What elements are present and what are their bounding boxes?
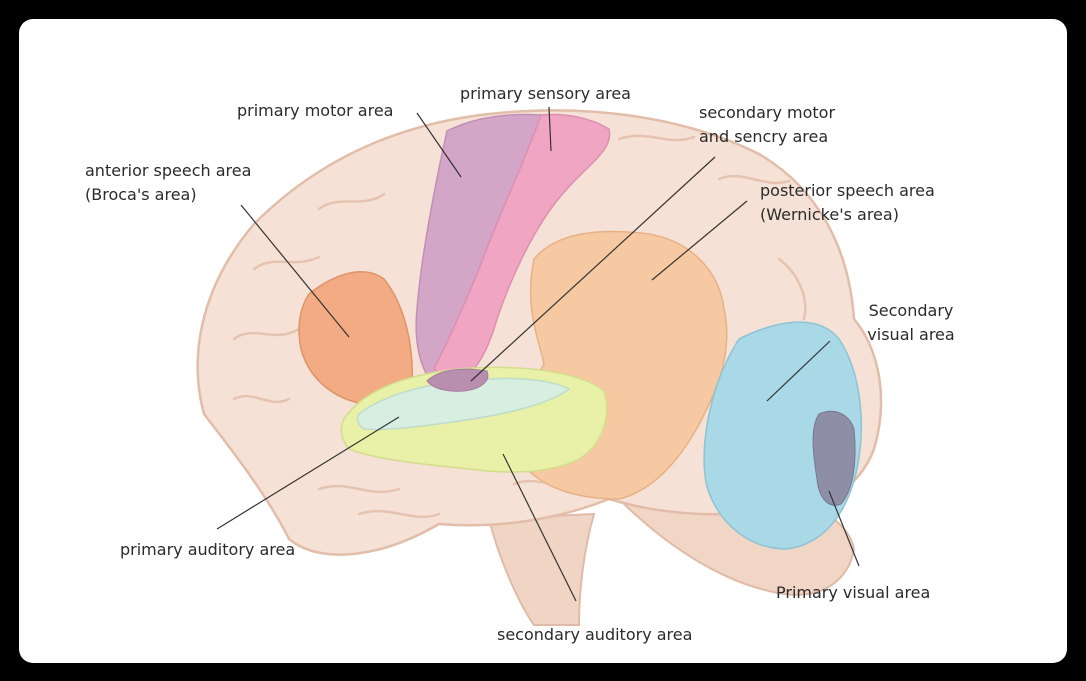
leader-secondary-visual — [766, 340, 831, 402]
leader-lines — [216, 106, 860, 602]
label-primary-auditory-area: primary auditory area — [120, 540, 296, 559]
leader-primary-sensory — [548, 106, 552, 152]
brain-diagram — [196, 106, 883, 626]
leader-primary-motor — [416, 112, 462, 178]
label-primary-sensory-area: primary sensory area — [460, 84, 631, 103]
brain-illustration — [196, 109, 883, 626]
label-secondary-motor-sensory-area: secondary motor and sencry area — [699, 103, 836, 146]
brain-stem — [487, 512, 596, 626]
leader-primary-visual — [828, 490, 860, 567]
secondary-motor-sensory-area — [426, 368, 489, 392]
leader-wernicke — [651, 200, 748, 281]
cortex-folds — [232, 134, 807, 519]
leader-secondary-motor-sensory — [470, 156, 716, 382]
leader-primary-auditory — [216, 416, 400, 530]
label-secondary-auditory-area: secondary auditory area — [497, 625, 693, 644]
primary-sensory-area — [433, 113, 611, 382]
leader-broca — [240, 204, 350, 338]
label-primary-motor-area: primary motor area — [237, 101, 394, 120]
label-secondary-visual-area: Secondary visual area — [867, 301, 955, 344]
label-broca-area: anterior speech area (Broca's area) — [85, 161, 252, 204]
label-wernicke-area: posterior speech area (Wernicke's area) — [760, 181, 935, 224]
diagram-panel: primary motor area primary sensory area … — [19, 19, 1067, 663]
leader-secondary-auditory — [502, 453, 577, 602]
primary-visual-area — [812, 410, 856, 506]
label-primary-visual-area: Primary visual area — [776, 583, 931, 602]
